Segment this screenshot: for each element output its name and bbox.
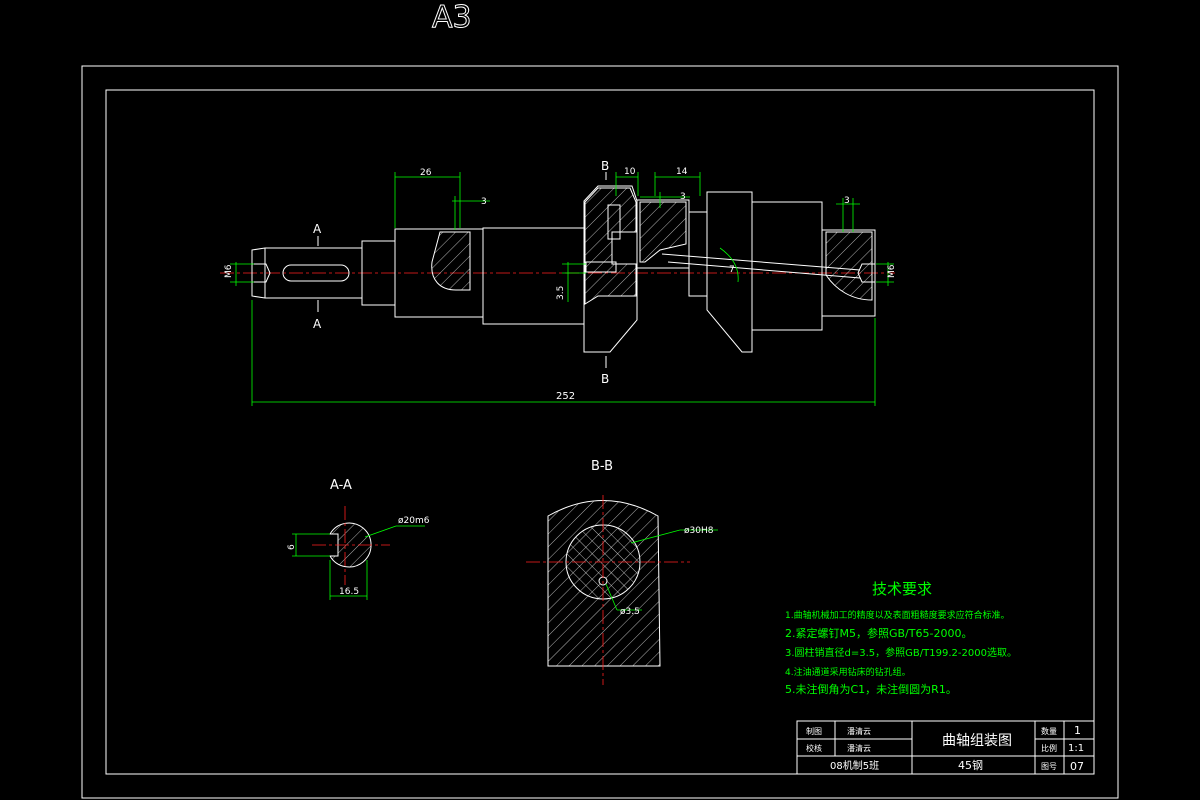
tech-req-item-2: 2.紧定螺钉M5，参照GB/T65-2000。 <box>785 626 972 640</box>
section-mark-b-bottom: B <box>601 372 609 386</box>
dim-3c: 3 <box>844 196 850 206</box>
section-aa-title: A-A <box>330 478 352 493</box>
tb-qty-label: 数量 <box>1041 726 1057 736</box>
tech-req-item-3: 3.圆柱销直径d=3.5，参照GB/T199.2-2000选取。 <box>785 646 1017 659</box>
tb-scale-label: 比例 <box>1041 743 1057 753</box>
main-view <box>220 172 895 368</box>
section-mark-b-top: B <box>601 159 609 173</box>
tb-qty-value: 1 <box>1074 724 1081 737</box>
tb-drawing-title: 曲轴组装图 <box>942 733 1012 749</box>
dim-3-5: 3.5 <box>556 286 566 300</box>
dim-10: 10 <box>624 167 636 177</box>
dim-7: 7 <box>729 265 735 275</box>
tb-drawn-label: 制图 <box>806 726 822 736</box>
tb-checked-name: 潘清云 <box>847 743 871 753</box>
tech-req-item-5: 5.未注倒角为C1，未注倒圆为R1。 <box>785 682 957 696</box>
dim-26: 26 <box>420 168 432 178</box>
dim-252: 252 <box>556 391 575 402</box>
tech-req-item-1: 1.曲轴机械加工的精度以及表面粗糙度要求应符合标准。 <box>785 609 1010 621</box>
section-bb-dia-hole: ø3.5 <box>620 607 640 617</box>
dim-3b: 3 <box>680 192 686 202</box>
section-mark-a-bottom: A <box>313 317 322 331</box>
section-bb-view <box>526 495 718 685</box>
tb-material: 45钢 <box>958 759 983 772</box>
section-aa-key-width: 6 <box>287 544 297 550</box>
tb-drawn-name: 潘清云 <box>847 726 871 736</box>
dim-m6-left: M6 <box>224 264 234 278</box>
section-aa-depth: 16.5 <box>339 587 359 597</box>
main-view-dimensions <box>230 172 894 406</box>
dim-14: 14 <box>676 167 688 177</box>
dim-m6-right: M6 <box>887 264 897 278</box>
tb-checked-label: 校核 <box>806 743 822 753</box>
sheet-size-label: A3 <box>432 0 472 35</box>
section-aa-dia: ø20m6 <box>398 516 430 526</box>
inner-frame <box>105 89 1095 775</box>
tech-req-item-4: 4.注油通道采用钻床的钻孔组。 <box>785 666 911 678</box>
tb-drawing-no-value: 07 <box>1070 760 1084 773</box>
dim-3a: 3 <box>481 197 487 207</box>
section-mark-a-top: A <box>313 222 322 236</box>
title-block <box>796 720 1095 775</box>
tech-req-title: 技术要求 <box>872 580 932 598</box>
tb-drawing-no-label: 图号 <box>1041 762 1057 771</box>
section-bb-title: B-B <box>591 459 613 474</box>
tb-scale-value: 1:1 <box>1068 743 1084 754</box>
tb-class-label: 08机制5班 <box>830 759 879 772</box>
section-bb-dia-outer: ø30H8 <box>684 526 714 536</box>
section-aa-view <box>292 506 425 600</box>
outer-frame <box>81 65 1119 799</box>
